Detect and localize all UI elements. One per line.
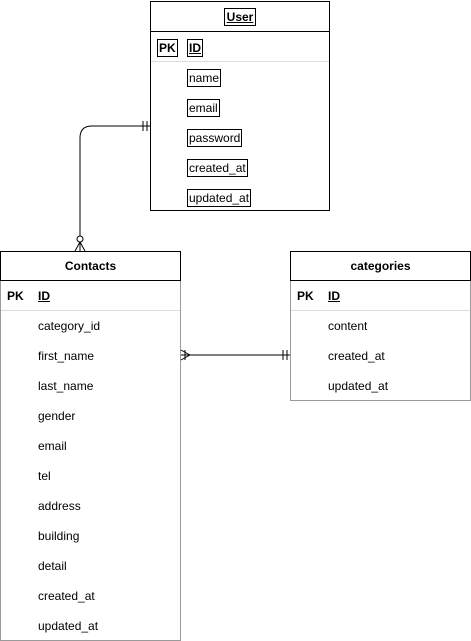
categories-pk-field: ID (328, 289, 340, 303)
user-field-row: email (151, 92, 329, 122)
categories-field-row: updated_at (291, 371, 470, 401)
categories-contacts-relationship[interactable] (180, 349, 290, 361)
crowfoot-right (79, 241, 86, 252)
user-field: updated_at (187, 189, 252, 207)
user-contacts-relationship[interactable] (74, 121, 150, 252)
contacts-field-row: updated_at (1, 611, 180, 641)
categories-table-title: categories (350, 259, 411, 273)
categories-table[interactable]: categories PK ID content created_at upda… (290, 251, 471, 401)
user-field: email (187, 99, 220, 117)
user-pk-field: ID (187, 39, 203, 57)
user-field-row: updated_at (151, 182, 329, 212)
zero-circle (76, 235, 84, 243)
contacts-field: email (38, 439, 67, 453)
user-pk-row: PK ID (151, 32, 329, 62)
contacts-field-row: created_at (1, 581, 180, 611)
contacts-table-title: Contacts (64, 259, 117, 273)
crowfoot-left (74, 241, 81, 252)
contacts-field-row: email (1, 431, 180, 461)
contacts-field: building (38, 529, 80, 543)
categories-field: updated_at (328, 379, 389, 393)
contacts-field: address (38, 499, 81, 513)
contacts-field-row: building (1, 521, 180, 551)
categories-field: content (328, 319, 368, 333)
user-field: name (187, 69, 222, 87)
categories-table-header: categories (290, 251, 471, 281)
categories-field: created_at (328, 349, 385, 363)
contacts-field-row: tel (1, 461, 180, 491)
user-field-row: password (151, 122, 329, 152)
user-field: password (187, 129, 243, 147)
user-pk-label: PK (157, 39, 178, 57)
contacts-field-row: category_id (1, 311, 180, 341)
user-contacts-line (79, 125, 150, 236)
crowfoot-top (180, 349, 191, 356)
contacts-pk-field: ID (38, 289, 50, 303)
user-field: created_at (187, 159, 248, 177)
contacts-table-header: Contacts (0, 251, 181, 281)
user-field-row: created_at (151, 152, 329, 182)
contacts-field: updated_at (38, 619, 99, 633)
user-table-title: User (223, 7, 257, 26)
categories-pk-label: PK (297, 289, 314, 303)
contacts-field: last_name (38, 379, 94, 393)
contacts-field: first_name (38, 349, 95, 363)
categories-field-row: created_at (291, 341, 470, 371)
contacts-table[interactable]: Contacts PK ID category_id first_name la… (0, 251, 181, 641)
contacts-pk-row: PK ID (1, 281, 180, 311)
contacts-pk-label: PK (7, 289, 24, 303)
crowfoot-bottom (180, 354, 191, 361)
user-table-header: User (151, 2, 329, 32)
contacts-field-row: gender (1, 401, 180, 431)
contacts-field-row: last_name (1, 371, 180, 401)
contacts-field: gender (38, 409, 76, 423)
contacts-field-row: address (1, 491, 180, 521)
contacts-field-row: detail (1, 551, 180, 581)
contacts-field: tel (38, 469, 51, 483)
user-table[interactable]: User PK ID name email password created_a… (150, 1, 330, 211)
user-field-row: name (151, 62, 329, 92)
contacts-field: category_id (38, 319, 101, 333)
contacts-field: created_at (38, 589, 95, 603)
categories-pk-row: PK ID (291, 281, 470, 311)
categories-field-row: content (291, 311, 470, 341)
contacts-field-row: first_name (1, 341, 180, 371)
contacts-field: detail (38, 559, 67, 573)
